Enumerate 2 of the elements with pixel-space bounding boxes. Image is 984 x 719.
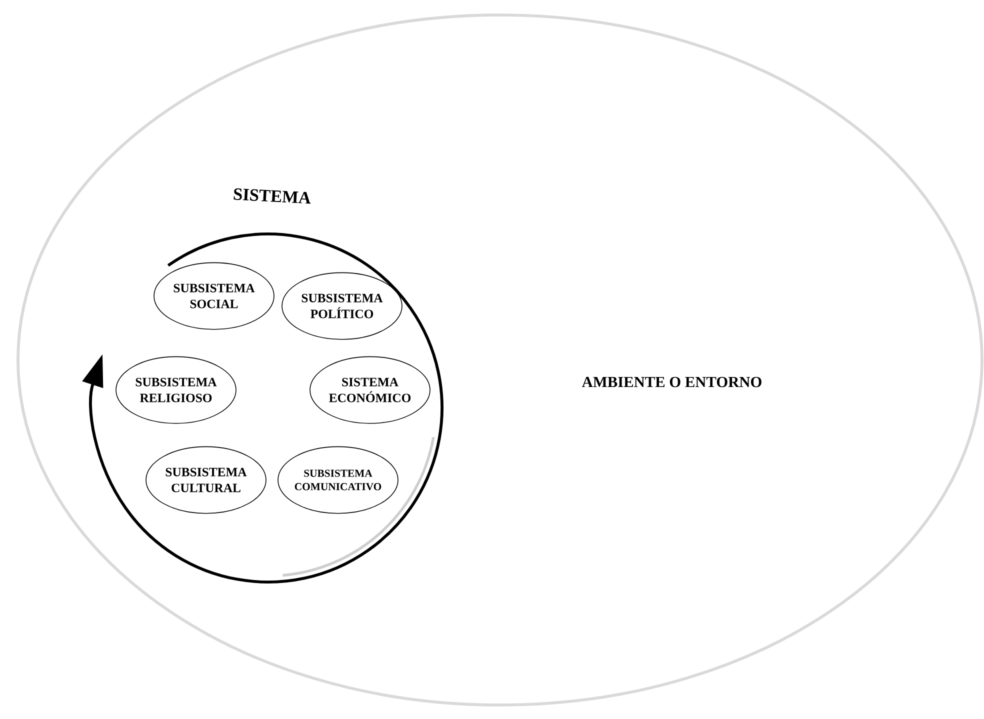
system-heading: SISTEMA [234, 188, 311, 204]
environment-label: AMBIENTE O ENTORNO [582, 376, 762, 388]
